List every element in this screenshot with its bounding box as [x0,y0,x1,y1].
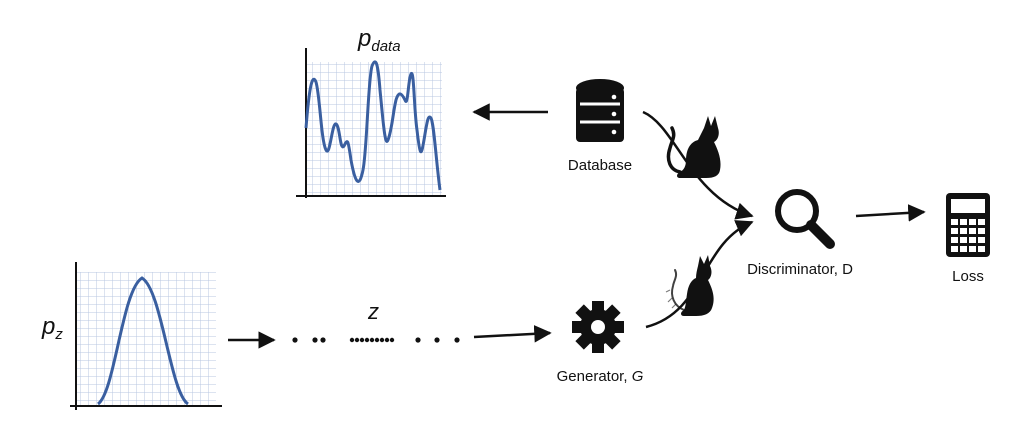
gear-icon [572,301,624,353]
loss-label: Loss [952,268,984,285]
pdata-plot [296,48,446,198]
magnifier-icon [775,189,835,249]
pdata-grid [306,62,442,196]
pdata-symbol: pdata [357,25,401,55]
discriminator-label: Discriminator, D [747,261,853,278]
pz-plot [70,262,222,410]
database-label: Database [568,157,632,174]
arrow-dots-to-generator [473,325,552,343]
fake-cat-icon [665,255,714,316]
pdata-symbol-sub: data [371,38,400,55]
database-icon [576,79,624,142]
real-cat-icon [666,116,721,178]
generator-label: Generator, G [557,368,644,385]
pz-curve [96,276,190,406]
pz-symbol-sub: z [54,326,63,343]
pz-grid [76,272,216,406]
generator-label-var: G [632,368,644,385]
latent-dots [292,337,460,343]
pz-symbol-main: p [41,313,55,340]
latent-z-symbol: z [367,299,379,324]
pdata-curve [304,60,442,191]
pdata-symbol-main: p [357,25,371,52]
arrow-discriminator-to-loss [855,204,926,222]
generator-label-text: Generator, [557,368,632,385]
calculator-icon [946,193,990,257]
pz-symbol: pz [41,313,63,343]
